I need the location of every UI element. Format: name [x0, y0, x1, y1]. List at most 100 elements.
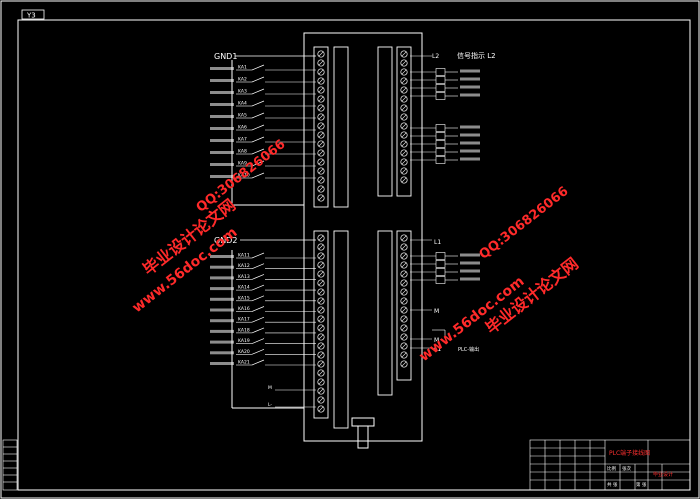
input-signal-label [210, 340, 234, 344]
input-signal-label [210, 103, 234, 106]
upper-left-terminal-strip-terminal [317, 68, 325, 76]
lower-l1-bottom: L1 [434, 346, 441, 353]
upper-right-terminal-strip-terminal-slash [401, 168, 407, 174]
upper-right-terminal-strip-terminal-slash [401, 150, 407, 156]
relay-label: KA2 [238, 77, 247, 83]
relay-label: KA14 [238, 285, 250, 291]
relay-contact [251, 88, 265, 95]
upper-left-terminal-strip-terminal-slash [318, 177, 324, 183]
upper-right-terminal-strip-terminal [400, 77, 408, 85]
indicator-lamp [435, 68, 446, 76]
lower-left-terminal-strip-terminal [317, 270, 325, 278]
relay-label: KA7 [238, 137, 247, 143]
relay-contact [251, 338, 265, 344]
upper-left-terminal-strip-terminal [317, 149, 325, 157]
bottom-connector [351, 417, 375, 449]
upper-left-terminal-strip [313, 46, 329, 208]
relay-label: KA1 [238, 65, 247, 71]
extra-input-label: L- [268, 402, 272, 408]
lower-left-terminal-strip-terminal-slash [318, 397, 324, 403]
relay-label: KA11 [238, 253, 250, 259]
upper-right-terminal-strip-terminal [400, 122, 408, 130]
indicator-lamp [435, 92, 446, 100]
lower-left-terminal-strip-terminal-slash [318, 289, 324, 295]
lower-left-terminal-strip-terminal [317, 387, 325, 395]
output-indicators [410, 55, 480, 349]
lower-left-terminal-strip-terminal [317, 342, 325, 350]
upper-right-terminal-strip-terminal [400, 104, 408, 112]
plc-output-label: PLC-输出 [458, 346, 479, 353]
lower-left-terminal-strip-terminal-slash [318, 388, 324, 394]
lower-left-terminal-strip-terminal-slash [318, 298, 324, 304]
lower-right-terminal-strip-terminal-slash [401, 244, 407, 250]
indicator-lamp [435, 276, 446, 284]
lower-left-terminal-strip-terminal [317, 378, 325, 386]
relay-label: KA15 [238, 295, 250, 301]
input-signal-label [210, 151, 234, 154]
lower-left-terminal-strip-terminal [317, 243, 325, 251]
output-signal-label [460, 125, 480, 129]
relay-label: KA17 [238, 317, 250, 323]
lower-left-terminal-strip-terminal-slash [318, 307, 324, 313]
upper-left-terminal-strip-terminal-slash [318, 105, 324, 111]
lower-left-terminal-strip-terminal [317, 297, 325, 305]
left-margin-strip [2, 439, 18, 491]
upper-right-terminal-strip-terminal [400, 167, 408, 175]
lower-left-terminal-strip-terminal-slash [318, 379, 324, 385]
lower-right-terminal-strip-terminal [400, 261, 408, 269]
relay-contact [251, 76, 265, 83]
relay-contact [251, 136, 265, 143]
lower-left-terminal-strip-terminal [317, 252, 325, 260]
lower-right-terminal-strip-terminal [400, 252, 408, 260]
lower-left-terminal-strip-terminal [317, 261, 325, 269]
upper-right-terminal-strip-terminal-slash [401, 159, 407, 165]
relay-contact [251, 348, 265, 355]
title-cell-2: 张次 [622, 465, 631, 472]
output-signal-label [460, 277, 480, 281]
lower-m1: M [434, 308, 439, 315]
lower-left-terminal-strip-terminal-slash [318, 325, 324, 331]
relay-contact [251, 359, 265, 366]
upper-left-terminal-strip-terminal-slash [318, 195, 324, 201]
lower-right-terminal-strip-terminal [400, 324, 408, 332]
upper-right-terminal-strip-terminal [400, 176, 408, 184]
upper-right-terminal-strip-terminal-slash [401, 141, 407, 147]
indicator-lamp [435, 268, 446, 276]
indicator-lamp [435, 148, 446, 156]
upper-left-terminal-strip-terminal [317, 86, 325, 94]
lower-right-terminal-strip-terminal-slash [401, 271, 407, 277]
lower-right-terminal-strip-terminal [400, 270, 408, 278]
output-signal-label [460, 133, 480, 137]
input-signal-label [210, 127, 234, 130]
cabinet-outline [231, 32, 423, 442]
upper-left-terminal-strip-terminal-slash [318, 123, 324, 129]
upper-right-terminal-strip-terminal [400, 95, 408, 103]
right-caption: 信号指示 L2 [457, 51, 496, 60]
lower-left-terminal-strip-terminal-slash [318, 352, 324, 358]
upper-left-terminal-strip-terminal-slash [318, 168, 324, 174]
lower-right-blank-strip [377, 230, 393, 396]
upper-right-terminal-strip-terminal [400, 59, 408, 67]
relay-contact [251, 64, 265, 71]
lower-l1-top: L1 [434, 239, 441, 246]
upper-left-terminal-strip-terminal-slash [318, 96, 324, 102]
watermark-right: www.56doc.com 毕业设计论文网 QQ:306826066 [416, 184, 582, 365]
lower-left-terminal-strip-terminal-slash [318, 235, 324, 241]
lower-left-terminal-strip-terminal-slash [318, 361, 324, 367]
lower-left-terminal-strip-terminal [317, 234, 325, 242]
indicator-lamp [435, 156, 446, 164]
lower-right-terminal-strip-terminal [400, 351, 408, 359]
lower-left-terminal-strip-terminal [317, 405, 325, 413]
input-signal-label [210, 139, 234, 142]
lower-left-terminal-strip-terminal-slash [318, 370, 324, 376]
input-signal-label [210, 115, 234, 118]
upper-left-terminal-strip-terminal-slash [318, 69, 324, 75]
upper-left-terminal-strip-terminal-slash [318, 114, 324, 120]
extra-input-label: M [268, 385, 272, 391]
upper-right-terminal-strip-terminal [400, 158, 408, 166]
lower-right-terminal-strip-terminal-slash [401, 334, 407, 340]
input-signal-label [210, 255, 234, 258]
upper-left-terminal-strip-terminal-slash [318, 150, 324, 156]
sheet-tag-box [21, 9, 45, 20]
